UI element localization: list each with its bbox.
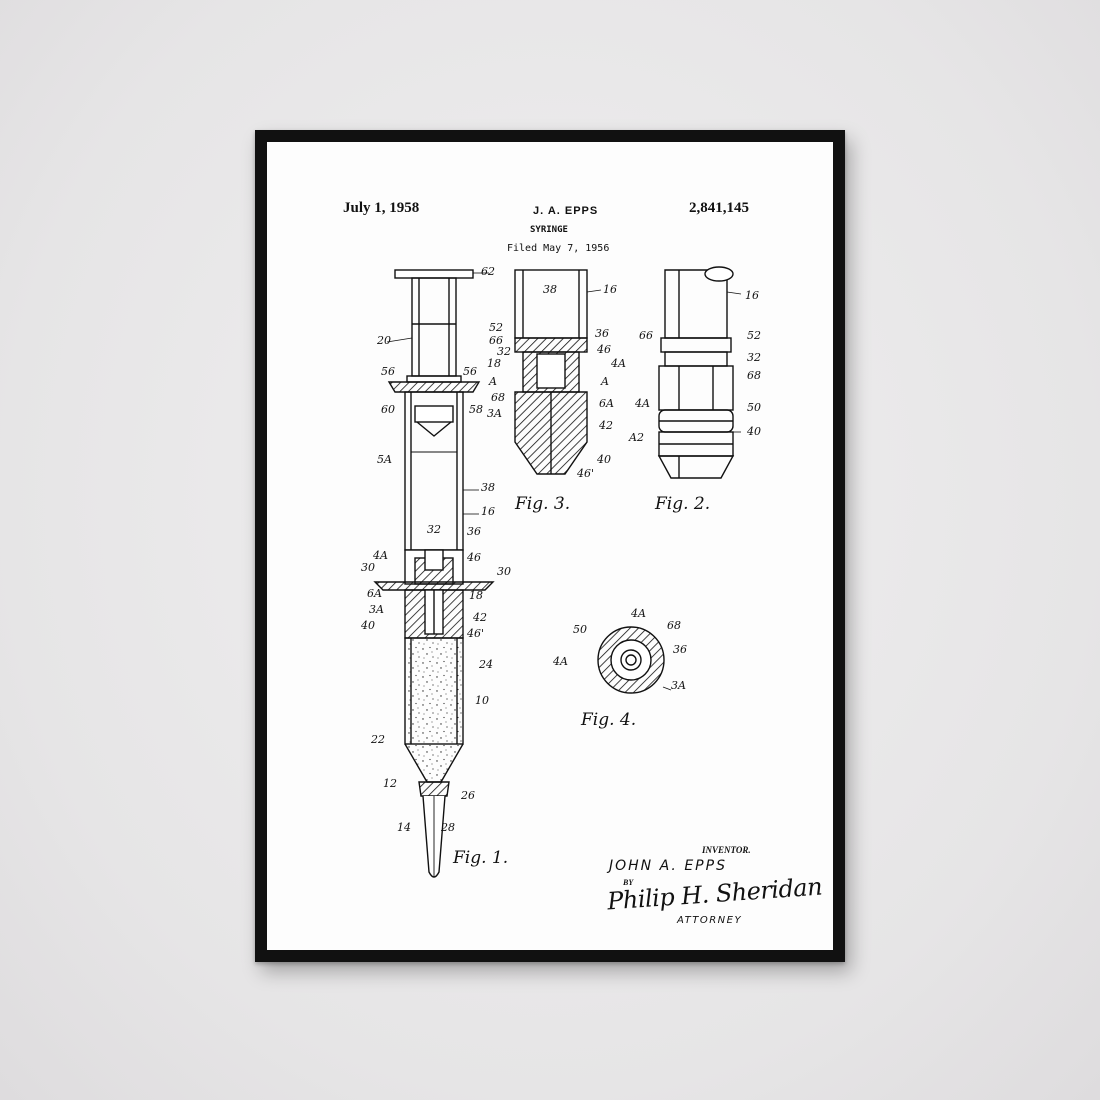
fig2-label: A2 (629, 431, 644, 444)
fig4-label: 68 (667, 619, 681, 632)
fig1-label: 30 (497, 565, 511, 578)
fig1-label: 26 (461, 789, 475, 802)
fig1-label: 36 (467, 525, 481, 538)
fig3-label: 46' (577, 467, 595, 480)
fig1-label: 12 (383, 777, 397, 790)
fig2-label: 52 (747, 329, 761, 342)
fig3-label: 68 (491, 391, 505, 404)
fig1-label: 42 (473, 611, 487, 624)
fig1-label: 14 (397, 821, 411, 834)
poster-frame: July 1, 1958 J. A. EPPS 2,841,145 SYRING… (255, 130, 845, 962)
fig2-label: 16 (745, 289, 759, 302)
fig1-label: 16 (481, 505, 495, 518)
patent-date: July 1, 1958 (343, 200, 420, 216)
fig4-label: 3A (671, 679, 686, 692)
fig1-label: 28 (441, 821, 455, 834)
fig3-label: 4A (611, 357, 626, 370)
fig1-label: 18 (469, 589, 483, 602)
fig1-label: 5A (377, 453, 392, 466)
patent-number: 2,841,145 (689, 200, 749, 216)
fig1-label: 56 (381, 365, 395, 378)
fig1-label: 46 (467, 551, 481, 564)
fig3-label: 42 (599, 419, 613, 432)
fig3-label: 66 (489, 334, 503, 347)
fig1-label: 20 (377, 334, 391, 347)
fig3-label: 6A (599, 397, 614, 410)
patent-title: SYRINGE (530, 225, 568, 235)
fig2-label: 50 (747, 401, 761, 414)
fig4-label: 50 (573, 623, 587, 636)
fig3-label: A (601, 375, 609, 388)
fig1-label: 4A (373, 549, 388, 562)
fig1-label: 62 (481, 265, 495, 278)
fig3-label: 3A (487, 407, 502, 420)
inventor-label: INVENTOR. (702, 845, 751, 855)
fig2-label: 66 (639, 329, 653, 342)
fig1-label: 10 (475, 694, 489, 707)
fig1-label: 24 (479, 658, 493, 671)
fig2-label: 40 (747, 425, 761, 438)
fig1-label: 40 (361, 619, 375, 632)
fig1-syringe (373, 269, 495, 878)
fig1-label: 32 (427, 523, 441, 536)
fig4-label: 4A (631, 607, 646, 620)
fig2-exterior (657, 266, 735, 479)
fig1-caption: Fig. 1. (453, 848, 509, 868)
fig2-label: 4A (635, 397, 650, 410)
fig2-label: 32 (747, 351, 761, 364)
fig4-caption: Fig. 4. (581, 710, 637, 730)
fig1-label: 46' (467, 627, 485, 640)
fig1-label: 60 (381, 403, 395, 416)
fig3-label: 36 (595, 327, 609, 340)
fig4-label: 4A (553, 655, 568, 668)
patent-drawing (373, 266, 742, 878)
fig3-label: 38 (543, 283, 557, 296)
fig1-label: 6A (367, 587, 382, 600)
fig1-label: 22 (371, 733, 385, 746)
fig2-caption: Fig. 2. (655, 494, 711, 514)
fig3-caption: Fig. 3. (515, 494, 571, 514)
by-label: BY (623, 878, 634, 887)
patent-print: July 1, 1958 J. A. EPPS 2,841,145 SYRING… (267, 142, 833, 950)
attorney-label: ATTORNEY (677, 915, 743, 926)
fig1-label: 38 (481, 481, 495, 494)
fig3-label: 40 (597, 453, 611, 466)
fig1-label: 30 (361, 561, 375, 574)
fig2-label: 68 (747, 369, 761, 382)
fig3-label: 52 (489, 321, 503, 334)
fig3-label: 18 (487, 357, 501, 370)
fig1-label: 56 (463, 365, 477, 378)
patent-inventor-header: J. A. EPPS (533, 205, 599, 217)
fig4-label: 36 (673, 643, 687, 656)
inventor-name: JOHN A. EPPS (609, 858, 727, 874)
fig3-label: 32 (497, 345, 511, 358)
fig1-label: 3A (369, 603, 384, 616)
fig3-label: A (489, 375, 497, 388)
fig3-section (514, 269, 588, 475)
fig4-end-view (597, 626, 665, 694)
patent-filed-date: Filed May 7, 1956 (507, 243, 610, 254)
fig1-label: 58 (469, 403, 483, 416)
fig3-label: 46 (597, 343, 611, 356)
fig3-label: 16 (603, 283, 617, 296)
